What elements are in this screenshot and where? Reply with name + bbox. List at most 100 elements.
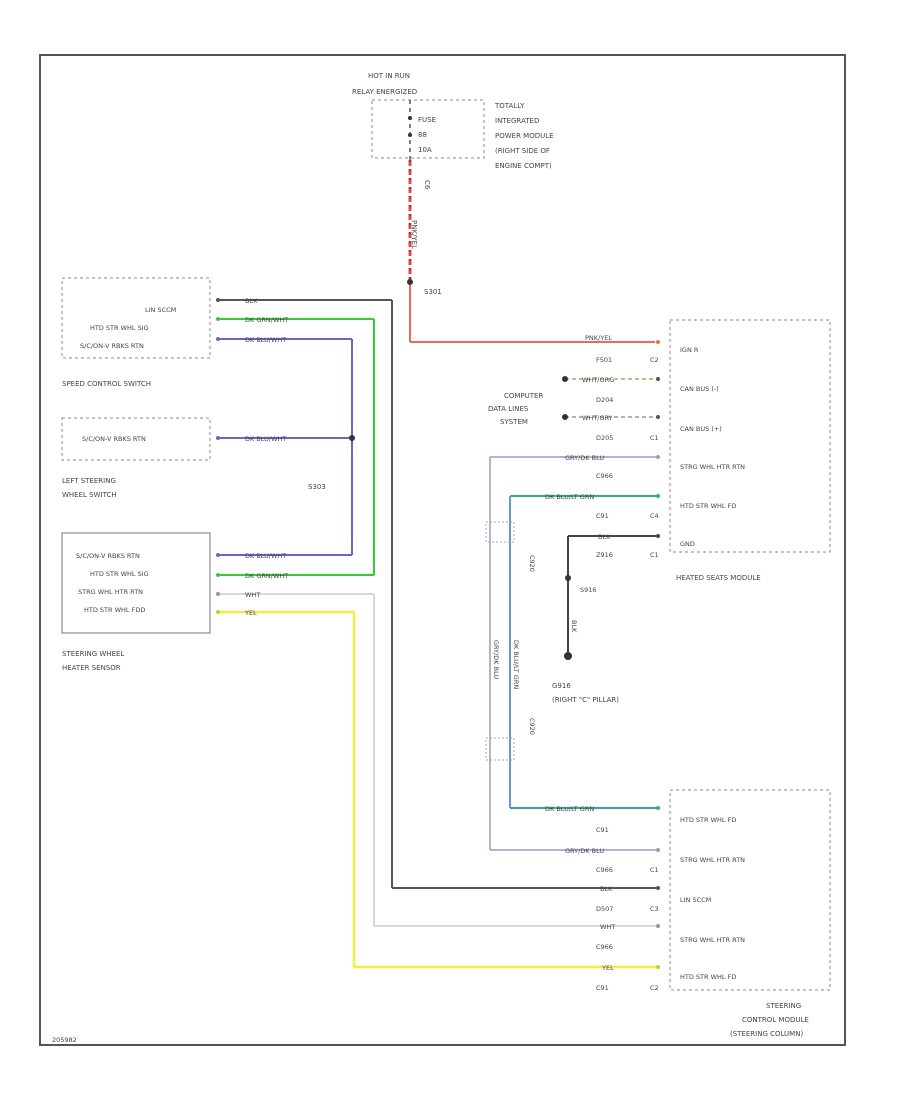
gry-blu-vertical-label: GRY/DK BLU: [492, 640, 500, 679]
scm-circuit-1a: C91: [596, 826, 609, 834]
ground-g916: S916 BLK G916 (RIGHT "C" PILLAR): [552, 575, 619, 704]
s916-splice: [565, 575, 571, 581]
speed-control-wires: BLK DK GRN/WHT DK BLU/WHT: [216, 297, 393, 888]
steering-wheel-heater-sensor: S/C/ON-V RBKS RTN HTD STR WHL SIG STRG W…: [61, 532, 658, 969]
speed-control-box: [61, 277, 211, 359]
hsm-circuit-1b: C2: [650, 356, 659, 364]
can-minus-connector: [562, 376, 568, 382]
hsm-wire-5: DK BLU/LT GRN: [545, 493, 594, 501]
computer-label-3: SYSTEM: [500, 418, 528, 426]
hsm-circuit-3b: C1: [650, 434, 659, 442]
hsm-pin-4: STRG WHL HTR RTN: [680, 463, 745, 471]
scm-circuit-3b: C3: [650, 905, 659, 913]
heater-sensor-box: [61, 532, 211, 634]
hsm-circuit-5a: C91: [596, 512, 609, 520]
pin-marker: [656, 924, 660, 928]
c920-bottom: [485, 737, 515, 761]
ground-wire-label: BLK: [570, 620, 578, 633]
hsm-circuit-4a: C966: [596, 472, 613, 480]
c920-top: [485, 521, 515, 543]
speed-control-title: SPEED CONTROL SWITCH: [62, 380, 151, 388]
left-switch-title-2: WHEEL SWITCH: [62, 491, 117, 499]
pin-marker: [216, 553, 220, 557]
fuse-terminal: [408, 133, 412, 137]
scm-wire-2: GRY/DK BLU: [565, 847, 604, 855]
scm-circuit-5b: C2: [650, 984, 659, 992]
hsm-wire-6: BLK: [598, 533, 611, 541]
pin-marker: [216, 436, 220, 440]
pin-marker: [656, 806, 660, 810]
computer-data-lines: COMPUTER DATA LINES SYSTEM: [488, 392, 543, 426]
pin-marker: [216, 337, 220, 341]
pin-marker: [656, 494, 660, 498]
hsm-wire-1: PNK/YEL: [585, 334, 612, 342]
fuse-number: 88: [418, 131, 427, 139]
sensor-yel-label: YEL: [244, 609, 257, 617]
scm-wire-5: YEL: [601, 964, 614, 972]
scm-circuit-2a: C966: [596, 866, 613, 874]
hsm-pin-5: HTD STR WHL FD: [680, 502, 736, 510]
tipm-line-3: POWER MODULE: [495, 132, 554, 140]
hsm-wire-3: WHT/GRY: [582, 414, 613, 422]
left-switch-box: [61, 417, 211, 461]
heater-sensor-pin-3: STRG WHL HTR RTN: [78, 588, 143, 596]
c920-label-bottom: C920: [528, 718, 536, 735]
c920-label-top: C920: [528, 555, 536, 572]
fuse-amps: 10A: [418, 146, 432, 154]
pin-marker: [656, 965, 660, 969]
pin-marker: [656, 886, 660, 890]
hsm-circuit-6b: C1: [650, 551, 659, 559]
pin-marker: [656, 377, 660, 381]
pin-marker: [216, 298, 220, 302]
scm-circuit-3a: D507: [596, 905, 613, 913]
hsm-circuit-2a: D204: [596, 396, 613, 404]
sensor-wht-label: WHT: [245, 591, 260, 599]
s916-label: S916: [580, 586, 597, 594]
fuse-connector-label: C6: [423, 180, 431, 190]
sensor-grn-wht-label: DK GRN/WHT: [245, 572, 288, 580]
tipm-box: [371, 99, 485, 159]
hsm-circuit-1a: F501: [596, 356, 612, 364]
scm-circuit-5a: C91: [596, 984, 609, 992]
heater-sensor-pin-2: HTD STR WHL SIG: [90, 570, 149, 578]
scm-pin-4: STRG WHL HTR RTN: [680, 936, 745, 944]
steering-control-module: HTD STR WHL FD STRG WHL HTR RTN LIN SCCM…: [374, 789, 831, 1038]
left-switch-wire-label: DK BLU/WHT: [245, 435, 286, 443]
ground-symbol: [564, 652, 572, 660]
hsm-title: HEATED SEATS MODULE: [676, 574, 761, 582]
tipm-line-1: TOTALLY: [494, 102, 525, 110]
scm-circuit-2b: C1: [650, 866, 659, 874]
hsm-pin-3: CAN BUS (+): [680, 425, 722, 433]
sensor-blu-wht-label: DK BLU/WHT: [245, 552, 286, 560]
grn-wht-wire-label: DK GRN/WHT: [245, 316, 288, 324]
heater-sensor-pin-4: HTD STR WHL FDD: [84, 606, 145, 614]
pnk-yel-vertical-label: PNK/YEL: [410, 220, 418, 249]
hsm-circuit-3a: D205: [596, 434, 613, 442]
left-switch-pin: S/C/ON-V RBKS RTN: [82, 435, 146, 443]
heated-seats-module: IGN R CAN BUS (-) CAN BUS (+) STRG WHL H…: [489, 319, 831, 850]
pin-marker: [216, 592, 220, 596]
hsm-circuit-5b: C4: [650, 512, 659, 520]
pin-marker: [656, 534, 660, 538]
can-plus-connector: [562, 414, 568, 420]
pin-marker: [656, 340, 660, 344]
scm-circuit-4a: C966: [596, 943, 613, 951]
pin-marker: [656, 415, 660, 419]
heater-sensor-pin-1: S/C/ON-V RBKS RTN: [76, 552, 140, 560]
heater-sensor-title-1: STEERING WHEEL: [62, 650, 124, 658]
heater-sensor-title-2: HEATER SENSOR: [62, 664, 121, 672]
blk-wire-label: BLK: [245, 297, 258, 305]
pin-marker: [216, 573, 220, 577]
scm-wire-4: WHT: [600, 923, 615, 931]
c920-connector: C920 C920 GRY/DK BLU DK BLU/LT GRN: [485, 521, 536, 761]
hsm-wire-4: GRY/DK BLU: [565, 454, 604, 462]
ground-location: (RIGHT "C" PILLAR): [552, 696, 619, 704]
s301-label: S301: [424, 288, 442, 296]
speed-control-pin-1: LIN SCCM: [145, 306, 176, 314]
fuse-terminal: [408, 116, 412, 120]
pin-marker: [656, 455, 660, 459]
scm-wire-1: DK BLU/LT GRN: [545, 805, 594, 813]
power-source: HOT IN RUN RELAY ENERGIZED FUSE 88 10A T…: [352, 72, 655, 343]
scm-title-1: STEERING: [766, 1002, 801, 1010]
s303-splice: [349, 435, 355, 441]
